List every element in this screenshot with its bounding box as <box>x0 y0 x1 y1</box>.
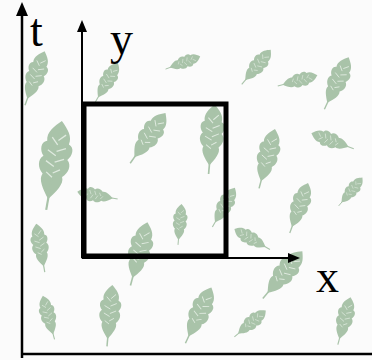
square-region <box>84 104 226 256</box>
x-axis-label: x <box>316 254 339 300</box>
leaf-pattern <box>16 45 368 348</box>
y-axis-arrowhead <box>77 20 87 32</box>
y-axis-label: y <box>110 16 133 62</box>
x-axis-arrowhead <box>288 253 300 263</box>
inner-axes <box>82 28 292 258</box>
t-axis-arrowhead <box>16 2 28 16</box>
t-axis-label: t <box>30 8 43 54</box>
outer-axes <box>22 10 372 358</box>
